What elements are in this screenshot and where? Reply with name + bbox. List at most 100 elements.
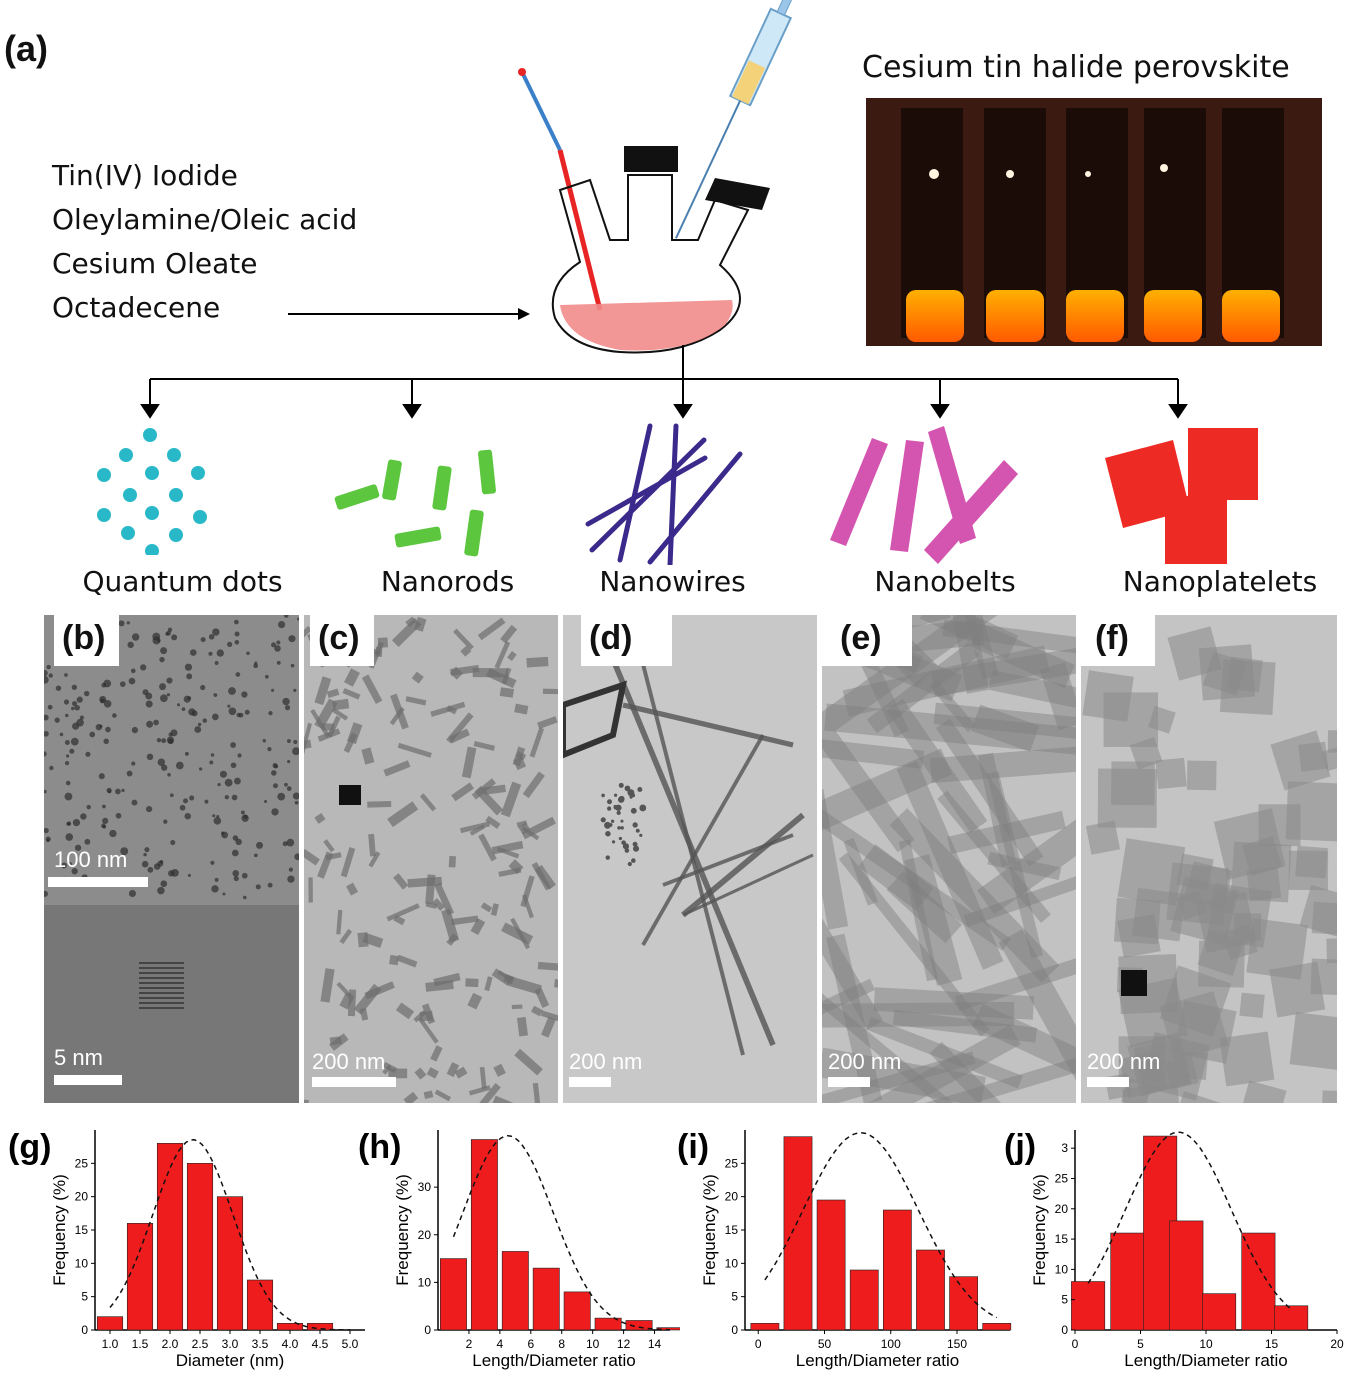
tem-c-rod	[317, 851, 334, 879]
tem-b-particle	[288, 635, 296, 643]
tem-panel-c: (c) 200 nm	[304, 615, 558, 1103]
tem-e-belt	[822, 978, 876, 1032]
tem-c-rod	[304, 849, 320, 866]
x-tick-label: 15	[1265, 1337, 1279, 1351]
tem-c-rod	[430, 1045, 443, 1062]
histogram-bar	[96, 1316, 124, 1331]
tem-c-rod	[529, 727, 545, 758]
tem-b-particle	[146, 805, 153, 813]
tem-d-particle	[622, 843, 630, 850]
tem-d-particle	[635, 828, 640, 833]
tem-b-particle	[227, 704, 231, 708]
tem-c-rod	[554, 979, 558, 991]
tem-b-particle	[234, 640, 240, 645]
tem-c-rod	[500, 781, 522, 818]
tem-b-particle	[186, 673, 193, 680]
tem-b-particle	[236, 712, 241, 718]
tem-e-belt	[929, 1041, 1032, 1103]
tem-b-particle	[103, 699, 112, 708]
tem-c-rod	[331, 707, 349, 721]
x-axis-label: Diameter (nm)	[176, 1351, 285, 1370]
thermometer-icon	[518, 68, 603, 311]
tem-f-platelet	[1288, 850, 1329, 891]
tem-e-belt	[942, 619, 1076, 668]
tem-b-particle	[160, 647, 168, 655]
histogram-bar	[982, 1323, 1012, 1331]
tem-panel-d: (d) 200 nm	[563, 615, 817, 1103]
y-tick-label: 10	[725, 1256, 739, 1270]
nanowire	[617, 423, 653, 563]
tem-b-particle	[157, 758, 166, 766]
tem-d-wire	[622, 702, 794, 748]
tem-b-particle	[209, 760, 214, 765]
tem-b-particle	[146, 753, 154, 761]
tem-b-scale-bottom-text: 5 nm	[54, 1045, 103, 1070]
tem-c-rod	[361, 747, 375, 765]
tem-c-rod	[479, 1066, 487, 1089]
tem-b-particle	[234, 631, 240, 637]
tem-c-rod	[434, 1089, 451, 1102]
tem-c-rod	[383, 760, 411, 777]
tem-b-particle	[107, 789, 112, 794]
tem-b-particle	[119, 681, 126, 687]
tem-b-particle	[130, 668, 136, 674]
tem-e-belt	[947, 615, 989, 694]
tem-b-particle	[159, 656, 165, 663]
tem-c-rod	[339, 992, 355, 1010]
tem-e-belt	[822, 1024, 1021, 1103]
y-tick-label: 15	[1055, 1232, 1069, 1246]
tem-c-rod	[540, 1010, 558, 1025]
y-tick-label: 25	[1055, 1171, 1069, 1185]
tem-b-particle	[140, 664, 147, 671]
histogram-bar	[1071, 1281, 1106, 1331]
tem-c-rod	[320, 968, 335, 1003]
tem-b-particle	[61, 862, 68, 869]
x-axis-label: Length/Diameter ratio	[1124, 1351, 1287, 1370]
tem-b-particle	[170, 840, 176, 846]
tem-c-rod	[368, 851, 381, 868]
tem-b-particle	[286, 786, 292, 791]
tem-b-particle	[287, 739, 291, 743]
histogram-bar	[501, 1251, 529, 1331]
tem-b-particle	[267, 882, 273, 888]
tem-d-particle	[605, 855, 610, 860]
tem-b-particle	[287, 875, 295, 883]
x-tick-label: 2.0	[162, 1337, 179, 1351]
histogram-bar	[1274, 1305, 1309, 1331]
label-nanowires: Nanowires	[599, 565, 746, 598]
tem-d-particle	[605, 830, 611, 837]
tem-b-particle	[159, 683, 167, 691]
tem-b-particle	[271, 642, 277, 648]
tem-b-particle	[194, 726, 202, 733]
tem-b-particle	[46, 664, 51, 670]
tem-c-rod	[344, 668, 360, 687]
tem-c-rod	[461, 746, 477, 779]
tem-b-particle	[101, 682, 107, 688]
tem-c-rod	[304, 722, 312, 757]
tem-b-particle	[74, 704, 80, 711]
tem-e-belt	[826, 933, 883, 1103]
tem-c-rod	[304, 625, 312, 654]
tem-c-rod	[332, 698, 350, 711]
tem-b-particle	[76, 718, 84, 727]
tem-c-rod	[336, 909, 343, 935]
tem-d-particle	[620, 819, 624, 823]
tem-b-particle	[160, 694, 168, 703]
tem-c-rod	[346, 882, 358, 896]
tem-e-belt	[970, 623, 1075, 689]
tem-e-belt	[882, 1051, 1076, 1103]
tem-b-particle	[69, 748, 75, 754]
tem-c-rod	[479, 1083, 501, 1103]
tem-f-platelet	[1122, 1083, 1183, 1103]
tem-b-particle	[44, 890, 49, 897]
tem-c-rod	[342, 688, 361, 700]
perovskite-photo-title: Cesium tin halide perovskite	[862, 50, 1290, 85]
tem-b-particle	[166, 677, 173, 684]
tem-b-particle	[49, 765, 54, 771]
tem-b-particle	[204, 799, 209, 804]
tem-f-platelet	[1321, 746, 1337, 772]
tem-f-platelet	[1321, 1090, 1337, 1103]
nanowire	[585, 455, 708, 527]
tem-b-particle	[288, 867, 293, 872]
tem-b-particle	[244, 709, 250, 715]
